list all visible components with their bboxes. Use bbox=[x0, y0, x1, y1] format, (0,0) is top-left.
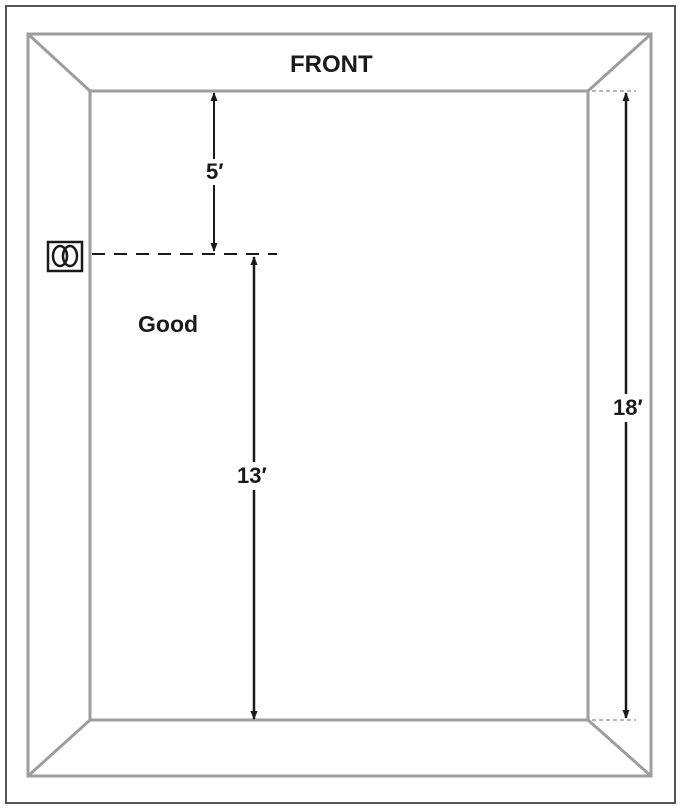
corner-line-bottom-left bbox=[26, 718, 92, 778]
dimension-label-5ft: 5′ bbox=[205, 159, 225, 185]
room-inner-wall bbox=[88, 89, 590, 722]
corner-line-top-left bbox=[26, 32, 92, 93]
dimension-label-18ft: 18′ bbox=[612, 394, 644, 422]
front-label: FRONT bbox=[290, 51, 373, 78]
outer-frame bbox=[5, 5, 676, 804]
corner-line-top-right bbox=[586, 32, 653, 93]
room-walls bbox=[26, 32, 653, 778]
room-outer-wall bbox=[26, 32, 653, 778]
dimension-label-13ft: 13′ bbox=[236, 462, 268, 490]
speaker-symbol-icon bbox=[46, 240, 84, 273]
corner-line-bottom-right bbox=[587, 718, 652, 778]
good-label: Good bbox=[138, 311, 199, 337]
